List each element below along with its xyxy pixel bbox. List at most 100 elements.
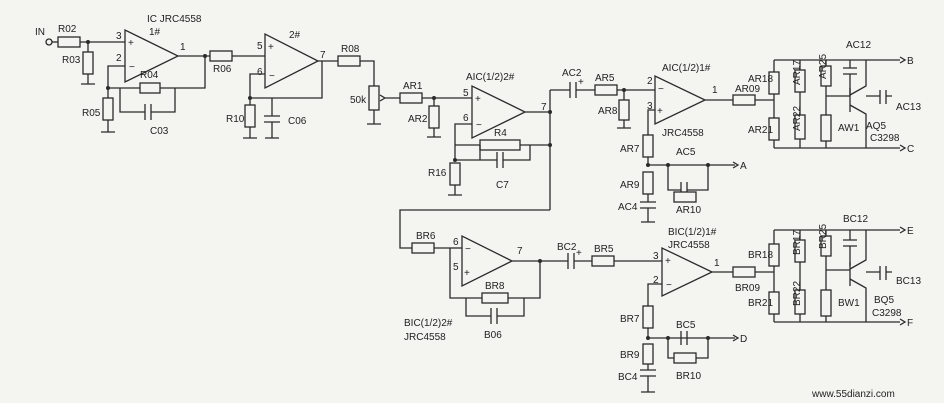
svg-text:+: + [464,268,470,279]
svg-text:+: + [657,106,663,117]
resistor-ar5 [594,84,618,96]
ac12-label: AC12 [846,40,871,51]
opamp-bic-2 [461,234,514,288]
ar18-label: AR18 [748,74,773,85]
resistor-ar9 [642,171,654,195]
aic2-pin7: 7 [541,102,547,113]
input-terminal [45,38,53,46]
aic1-pin3: 3 [647,101,653,112]
resistor-ar25 [820,65,832,87]
bw1-label: BW1 [838,298,860,309]
r02-label: R02 [58,24,77,35]
r10-label: R10 [226,114,245,125]
resistor-r4 [479,139,521,151]
potentiometer-bw1 [820,289,832,317]
bic1-pin2: 2 [653,275,659,286]
output-c-label: C [907,144,914,155]
channel-b: BR6 − + 6 5 7 BR8 B06 BIC(1/2)2# JRC4558… [404,214,921,393]
resistor-ar1 [399,92,423,104]
br9-label: BR9 [620,350,640,361]
br21-label: BR21 [748,298,773,309]
ar8-label: AR8 [598,106,618,117]
br17-label: BR17 [792,230,803,255]
resistor-r03 [82,51,94,75]
svg-text:+: + [576,248,582,259]
resistor-br09 [732,266,756,278]
input-stage: IN R02 R03 + − 3 2 1 IC JRC4558 1# R04 C… [35,14,400,139]
svg-text:+: + [578,77,584,88]
ic-label: IC JRC4558 [147,14,202,25]
resistor-br5 [591,255,615,267]
ar2-label: AR2 [408,114,428,125]
br7-label: BR7 [620,314,640,325]
opamp-bic-1 [661,246,714,298]
ar1-label: AR1 [403,81,423,92]
r16-label: R16 [428,168,447,179]
bc2-label: BC2 [557,242,577,253]
bc12-label: BC12 [843,214,868,225]
bic2-pin6: 6 [453,237,459,248]
pot-label: 50k [350,95,367,106]
opamp-aic-2 [471,84,527,140]
br22-label: BR22 [792,281,803,306]
svg-text:+: + [268,42,274,53]
ac2-label: AC2 [562,68,582,79]
r05-label: R05 [82,108,101,119]
resistor-r10 [244,104,256,128]
aq5-label: AQ5 [866,121,886,132]
ac13-label: AC13 [896,102,921,113]
bic1-pin3: 3 [653,251,659,262]
output-f-label: F [907,318,913,329]
pin-5-label: 5 [257,41,263,52]
br8-label: BR8 [485,281,505,292]
bc4-label: BC4 [618,372,638,383]
aic1-label: AIC(1/2)1# [662,63,711,74]
pin-7-label: 7 [320,50,326,61]
bic2-part: JRC4558 [404,332,446,343]
output-e-label: E [907,226,914,237]
br18-label: BR18 [748,250,773,261]
br6-label: BR6 [416,231,436,242]
opamp-2 [264,32,320,90]
aq5-part: C3298 [870,133,900,144]
resistor-ar10 [673,191,697,203]
bic2-pin7: 7 [517,246,523,257]
aic2-pin5: 5 [463,88,469,99]
resistor-br25 [820,235,832,257]
potentiometer-aw1 [820,114,832,142]
opamp-2-label: 2# [289,30,301,41]
r03-label: R03 [62,55,81,66]
resistor-ar8 [618,99,630,121]
pin-3-label: 3 [116,31,122,42]
ac4-label: AC4 [618,202,638,213]
resistor-br6 [411,242,435,254]
pin-6-label: 6 [257,67,263,78]
svg-text:−: − [465,244,471,255]
resistor-br17 [794,239,806,263]
aic2-pin6: 6 [463,113,469,124]
bic1-part: JRC4558 [668,240,710,251]
ar10-label: AR10 [676,205,701,216]
resistor-br18 [768,243,780,267]
resistor-r08 [337,55,361,67]
resistor-ar7 [642,134,654,158]
c7-label: C7 [496,180,509,191]
output-a-label: A [740,161,747,172]
bc13-label: BC13 [896,276,921,287]
output-b-label: B [907,56,914,67]
output-d-label: D [740,334,747,345]
bic1-pin1: 1 [714,258,720,269]
bic2-pin5: 5 [453,262,459,273]
resistor-r06 [209,50,233,62]
br5-label: BR5 [594,244,614,255]
ac5-label: AC5 [676,147,696,158]
resistor-br9 [642,343,654,365]
resistor-br22 [794,289,806,315]
resistor-br21 [768,291,780,315]
resistor-ar18 [768,71,780,95]
bic1-label: BIC(1/2)1# [668,227,717,238]
resistor-r02 [57,36,81,48]
svg-text:+: + [475,94,481,105]
resistor-r05 [102,97,114,121]
